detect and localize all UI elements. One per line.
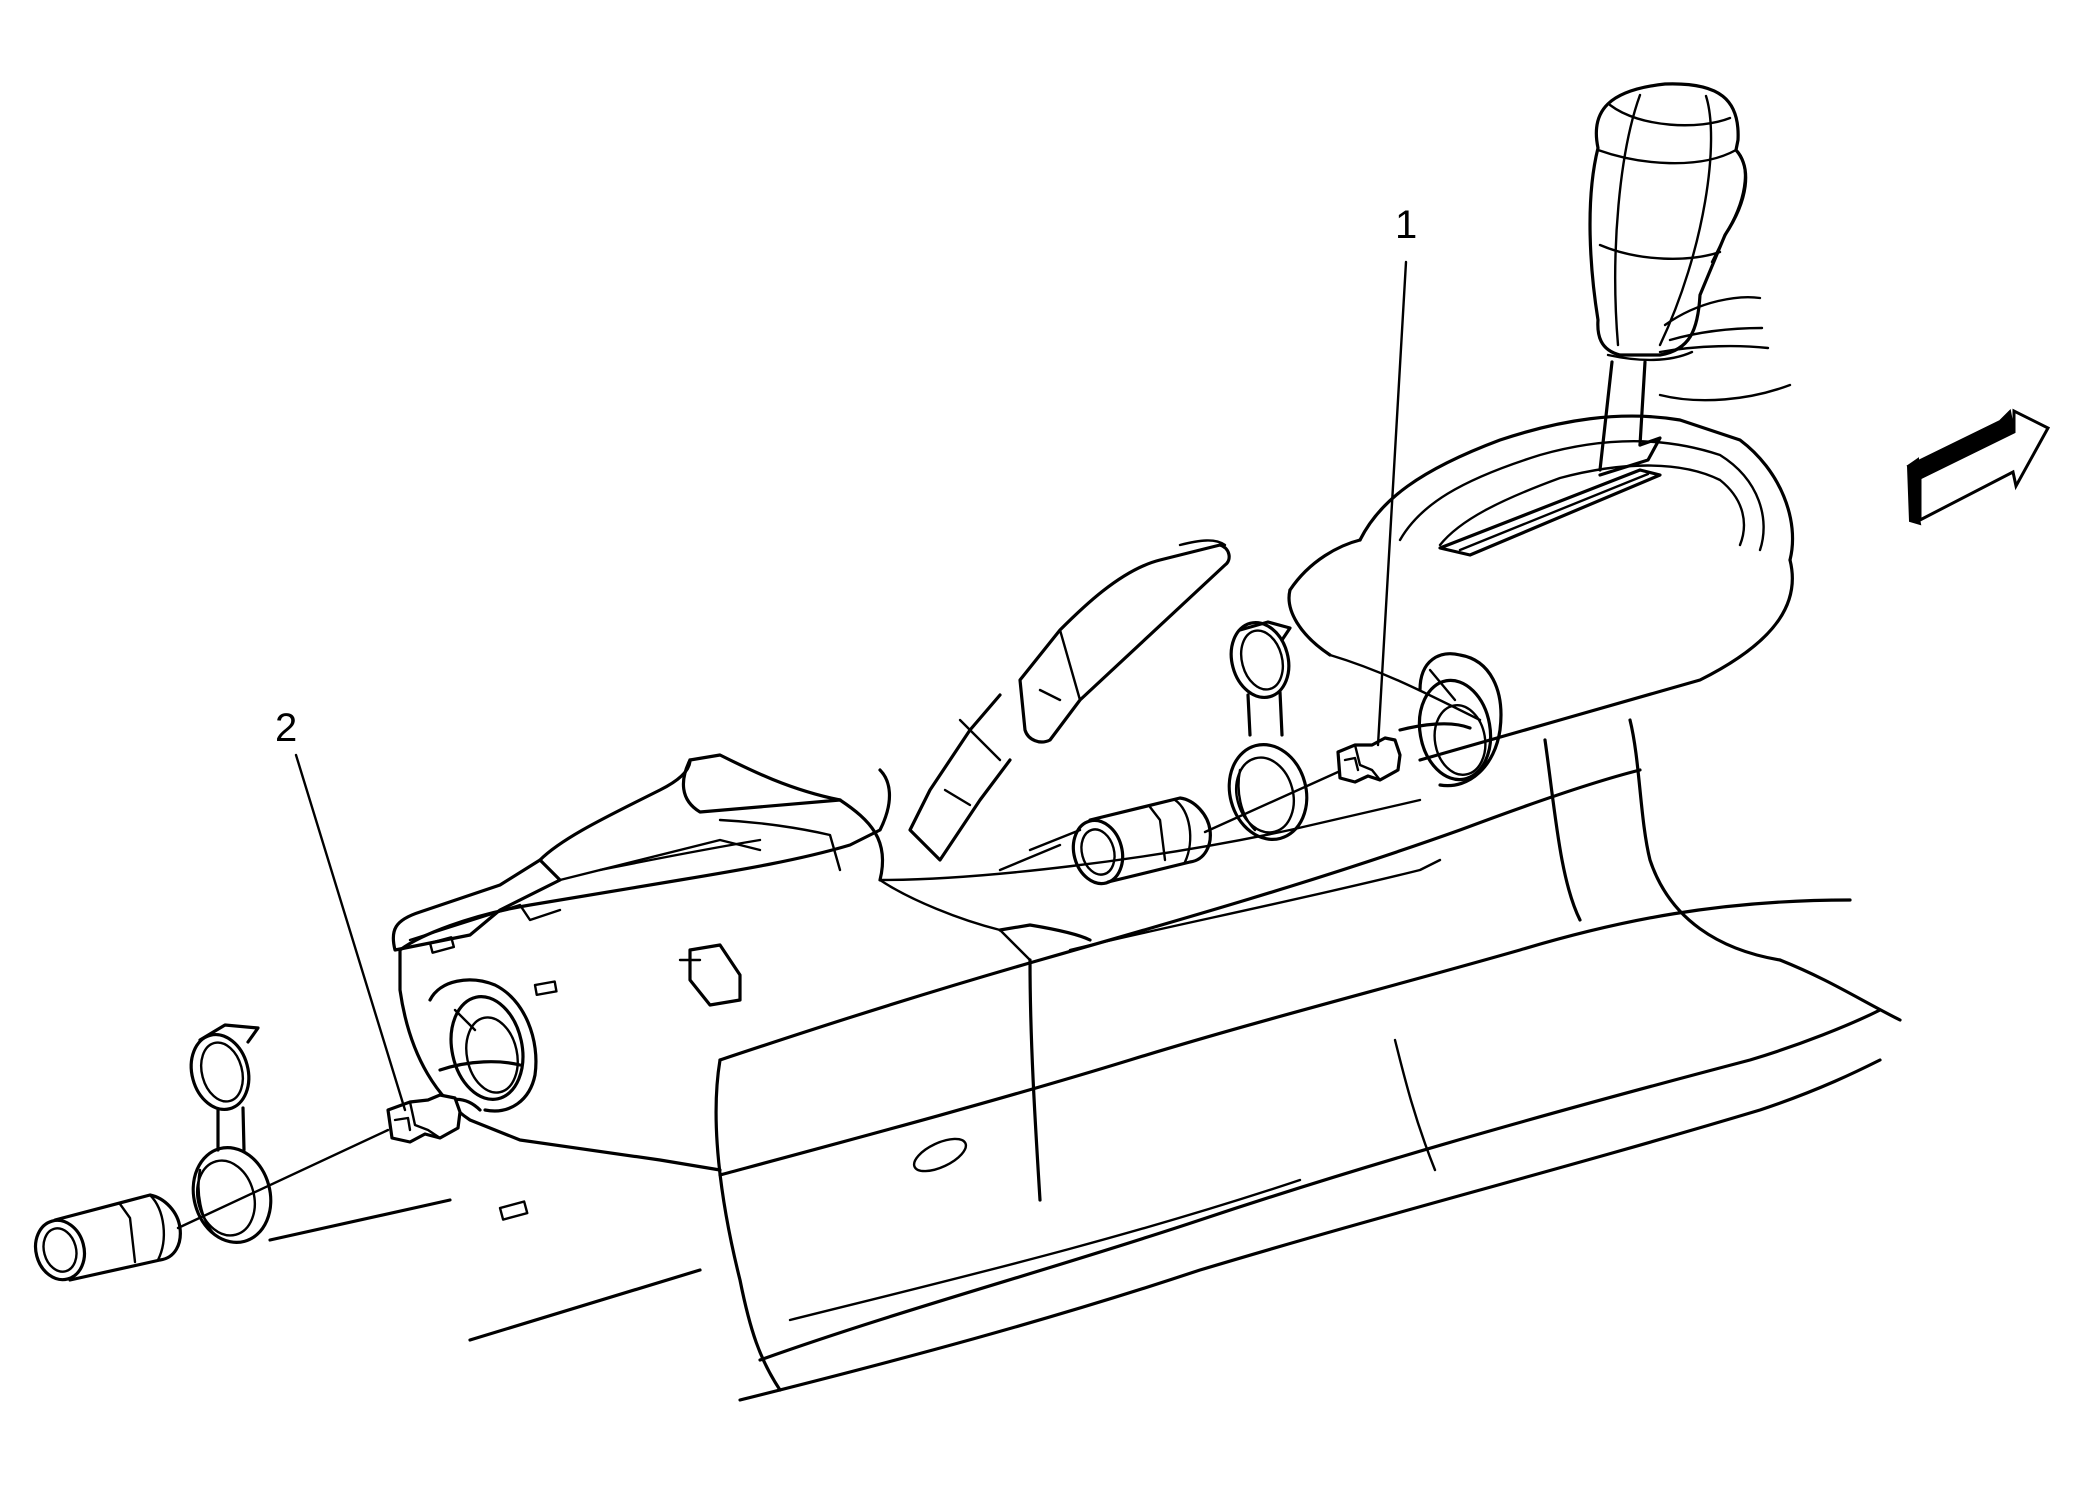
parking-brake-lever bbox=[908, 539, 1231, 872]
rear-outlet-retainer-ring bbox=[189, 1023, 273, 1244]
gear-shift-knob bbox=[1588, 82, 1748, 362]
rear-power-outlet bbox=[386, 978, 538, 1144]
callout-2-leader bbox=[294, 753, 407, 1112]
shifter-bezel bbox=[1358, 414, 1795, 562]
front-of-vehicle-arrow-icon bbox=[1906, 408, 2051, 526]
callout-label-2: 2 bbox=[275, 706, 298, 750]
rear-lighter-element bbox=[33, 1128, 390, 1282]
callout-1-leader bbox=[1376, 260, 1408, 747]
front-power-outlet bbox=[1336, 652, 1503, 788]
shift-boot-folds bbox=[1658, 296, 1792, 402]
front-lighter-element bbox=[1071, 770, 1340, 886]
front-outlet-retainer-ring bbox=[1227, 620, 1309, 841]
callout-label-1: 1 bbox=[1395, 203, 1418, 247]
console-body bbox=[268, 538, 1902, 1402]
rear-console-tray bbox=[391, 753, 1442, 1221]
